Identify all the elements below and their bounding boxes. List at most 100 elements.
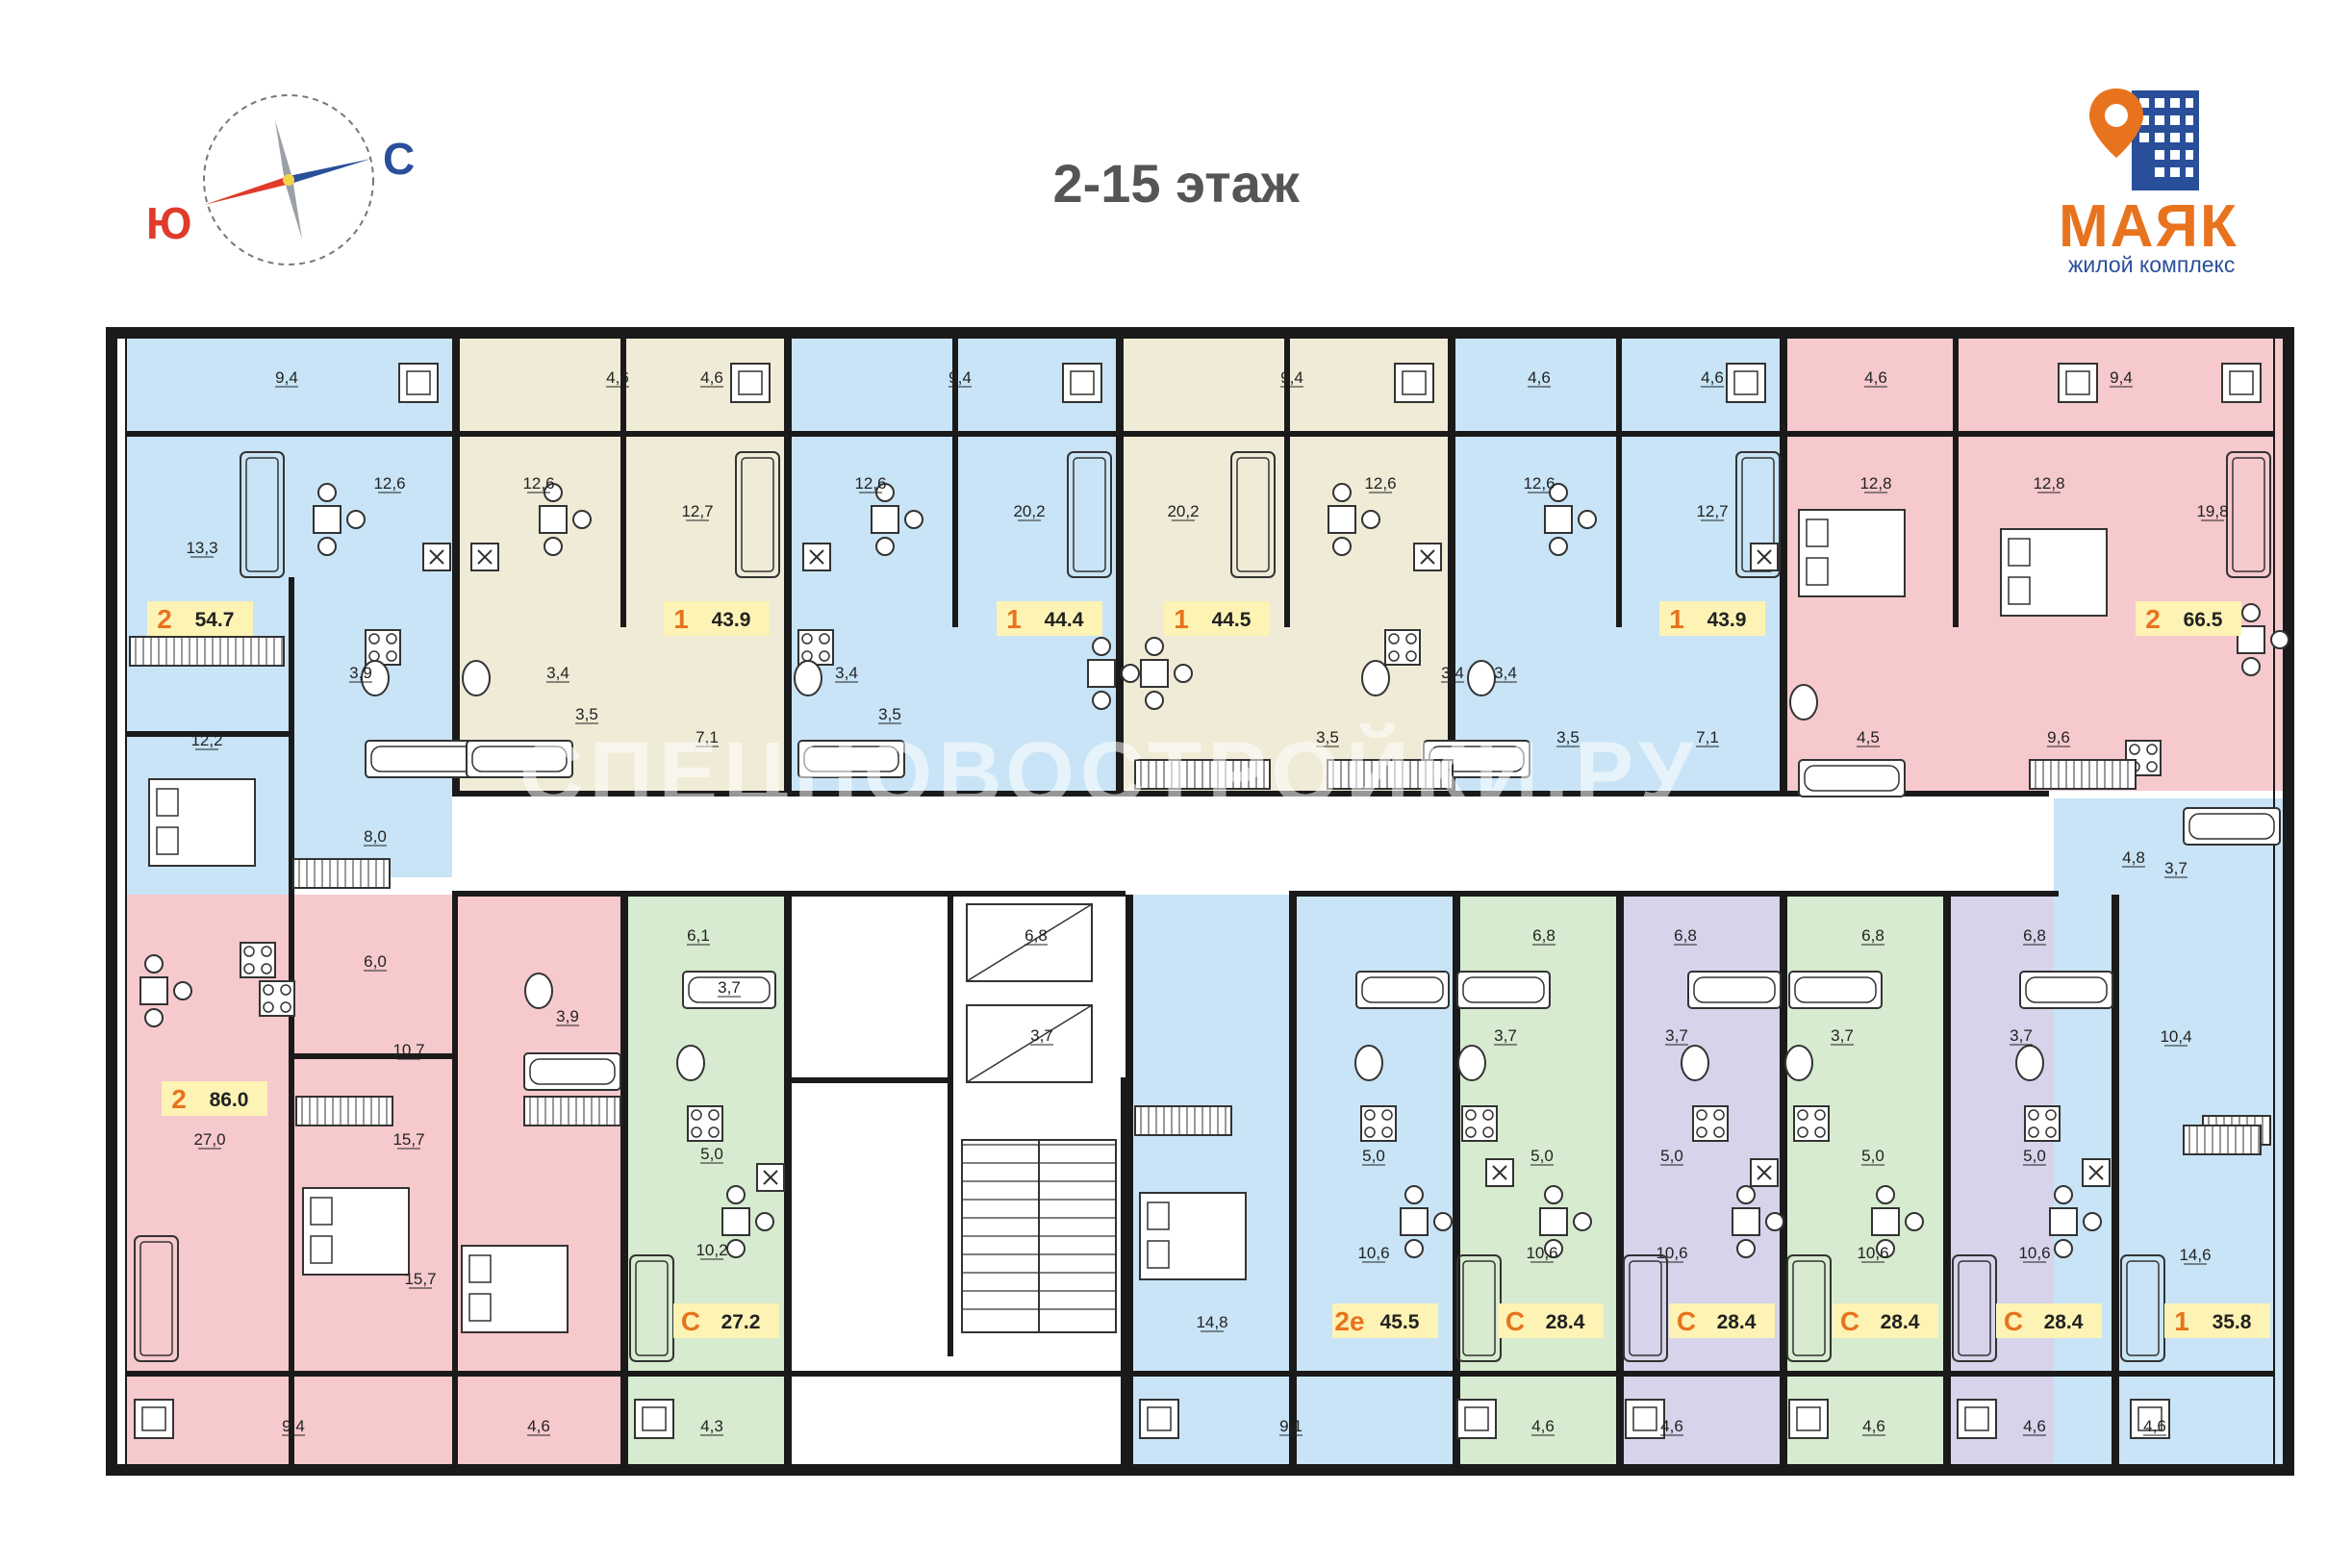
wall <box>1121 1077 1126 1472</box>
sofa-icon <box>2226 451 2271 578</box>
corridor <box>452 791 2039 895</box>
armchair-icon <box>2058 363 2098 403</box>
room-area-label: 12,6 <box>522 474 554 493</box>
wall <box>952 339 958 627</box>
armchair-icon <box>2065 370 2090 395</box>
room-area-label: 8,0 <box>364 827 387 846</box>
room-area-label: 6,8 <box>2023 926 2046 945</box>
room-area-label: 9,4 <box>282 1417 305 1435</box>
room-area-label: 15,7 <box>392 1130 424 1149</box>
table-icon <box>313 505 341 534</box>
logo-name: МАЯК <box>2059 193 2238 260</box>
stove-icon <box>386 633 397 645</box>
armchair-icon <box>1070 370 1095 395</box>
chair-icon <box>1905 1212 1924 1231</box>
stove-icon <box>2146 744 2158 755</box>
room-area-label: 9,4 <box>1280 368 1303 387</box>
armchair-icon <box>642 1406 667 1431</box>
wall <box>1289 895 1297 1464</box>
wall <box>452 791 2049 797</box>
room-area-label: 10,6 <box>2018 1244 2050 1262</box>
apartment-a2-rooms: 1 <box>673 604 689 634</box>
armchair-icon <box>1625 1399 1665 1439</box>
chair-icon <box>1174 664 1193 683</box>
table-icon <box>539 505 568 534</box>
armchair-icon <box>1062 363 1102 403</box>
wall <box>289 577 294 895</box>
chair-icon <box>144 954 164 974</box>
room-area-label: 3,9 <box>349 664 372 682</box>
wardrobe-icon <box>295 1096 393 1126</box>
vent-icon <box>809 549 824 565</box>
room-area-label: 10,4 <box>2160 1027 2191 1046</box>
wall <box>948 895 953 1356</box>
sofa-icon <box>1623 1254 1668 1362</box>
stove-icon <box>259 980 295 1017</box>
wall <box>452 895 458 1464</box>
chair-icon <box>904 510 923 529</box>
armchair-icon <box>1788 1399 1829 1439</box>
bathtub-icon <box>1798 759 1906 797</box>
bathtub-icon <box>1456 971 1551 1009</box>
chair-icon <box>317 483 337 502</box>
toilet-icon <box>794 660 822 696</box>
stove-icon <box>1364 1109 1376 1121</box>
room-area-label: 14,6 <box>2179 1246 2211 1264</box>
stove-icon <box>1388 633 1400 645</box>
sofa-icon <box>1629 1260 1662 1356</box>
room-area-label: 12,6 <box>1364 474 1396 493</box>
elevator-icon <box>966 903 1093 982</box>
armchair-icon <box>1464 1406 1489 1431</box>
compass-south-label: Ю <box>146 198 192 248</box>
bed-icon <box>310 1235 333 1264</box>
stove-icon <box>2129 744 2140 755</box>
room-area-label: 20,2 <box>1013 502 1045 520</box>
room-area-label: 12,8 <box>1859 474 1891 493</box>
wall <box>125 731 289 737</box>
sofa-icon <box>1236 457 1270 572</box>
sofa-icon <box>735 451 780 578</box>
apartment-a8-rooms: С <box>681 1306 700 1336</box>
bed-icon <box>2000 528 2108 617</box>
stove-icon <box>687 1105 723 1142</box>
sofa-icon <box>741 457 774 572</box>
wall <box>125 431 2275 437</box>
bed-icon <box>2008 576 2031 605</box>
room-area-label: 14,8 <box>1196 1313 1227 1331</box>
wall <box>620 339 626 627</box>
stove-icon <box>1465 1109 1477 1121</box>
stove-icon <box>691 1109 702 1121</box>
bathtub-icon <box>1462 976 1545 1003</box>
table-icon <box>1539 1207 1568 1236</box>
wall <box>1780 339 1787 791</box>
apartment-a10-area: 28.4 <box>1546 1311 1585 1333</box>
apartment-a14-area: 35.8 <box>2213 1311 2252 1333</box>
toilet-icon <box>1361 660 1390 696</box>
apartment-a14-badge <box>2164 1303 2270 1338</box>
chair-icon <box>1549 537 1568 556</box>
room-area-label: 4,6 <box>1528 368 1551 387</box>
toilet-icon <box>1789 684 1818 721</box>
wall <box>289 1053 452 1059</box>
bathtub-icon <box>1804 765 1900 792</box>
toilet-icon <box>361 660 390 696</box>
stove-icon <box>1696 1126 1707 1138</box>
room-area-label: 12,6 <box>1523 474 1555 493</box>
stove-icon <box>2045 1109 2057 1121</box>
room-area-label: 7,1 <box>1696 728 1719 746</box>
table-icon <box>721 1207 750 1236</box>
chair-icon <box>1404 1239 1424 1258</box>
stove-icon <box>1381 1109 1393 1121</box>
elevator-icon <box>966 903 1093 982</box>
chair-icon <box>544 537 563 556</box>
armchair-icon <box>406 370 431 395</box>
table-icon <box>1400 1207 1429 1236</box>
stove-icon <box>819 650 830 662</box>
room-area-label: 4,6 <box>1862 1417 1885 1435</box>
chair-icon <box>1092 691 1111 710</box>
room-area-label: 4,6 <box>1864 368 1887 387</box>
toilet-icon <box>524 973 553 1009</box>
room-area-label: 5,0 <box>2023 1147 2046 1165</box>
room-area-label: 3,9 <box>556 1007 579 1025</box>
wall <box>1116 339 1124 791</box>
